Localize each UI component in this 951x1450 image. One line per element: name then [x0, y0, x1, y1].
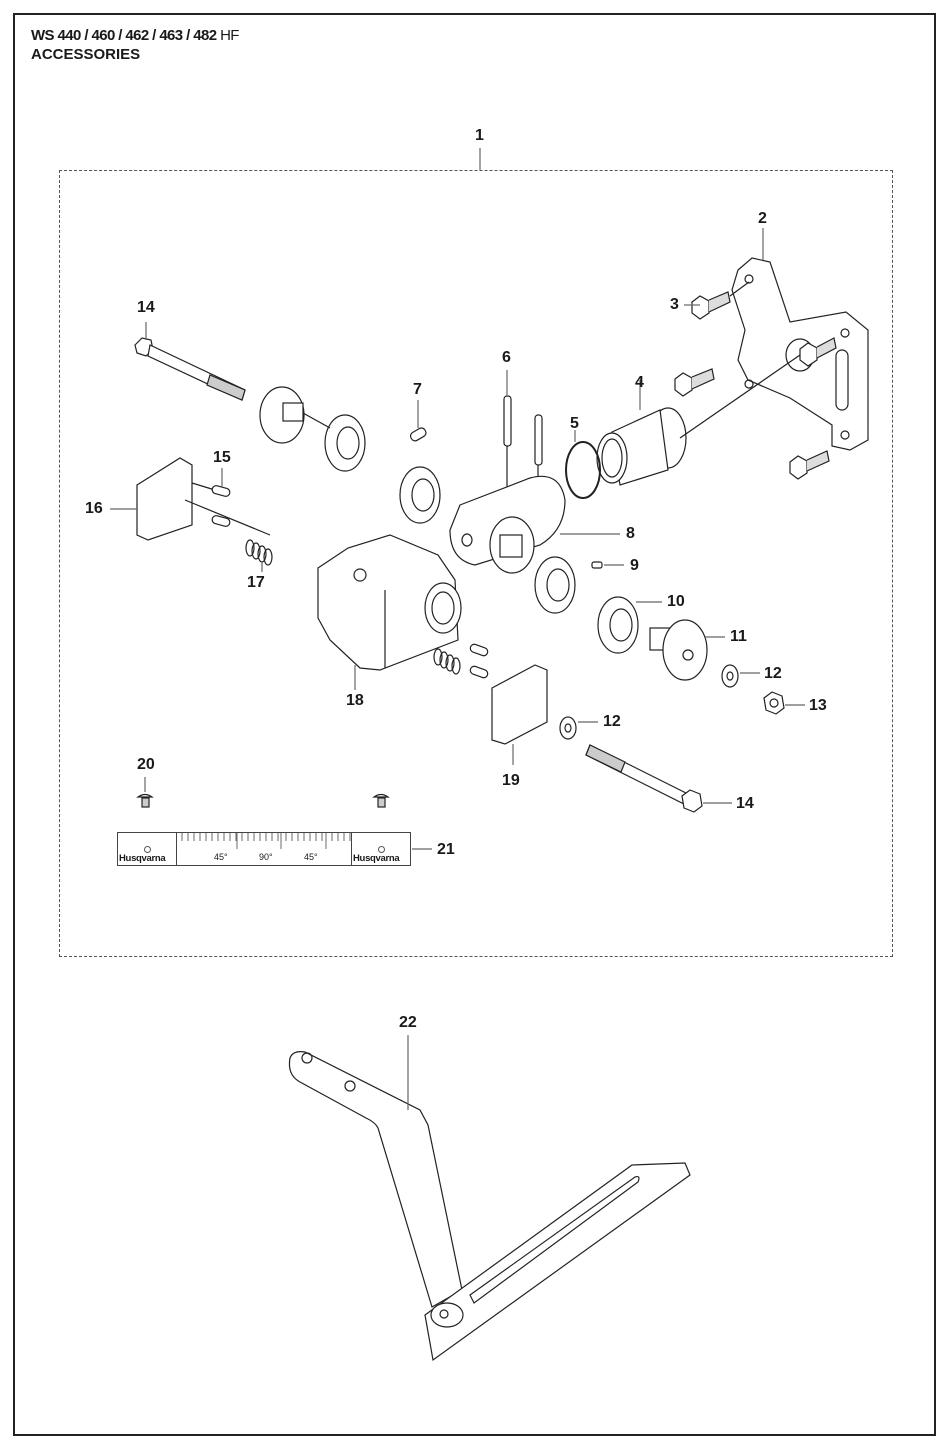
- bushing-part-4: [596, 354, 801, 486]
- callout-7: 7: [413, 381, 422, 398]
- callout-12-top: 12: [764, 665, 782, 682]
- callout-2: 2: [758, 210, 767, 227]
- callout-4: 4: [635, 374, 644, 391]
- pin-part-7: [409, 427, 427, 442]
- callout-5: 5: [570, 415, 579, 432]
- callout-15: 15: [213, 449, 231, 466]
- scale-ticks: [181, 833, 351, 849]
- callout-18: 18: [346, 692, 364, 709]
- callout-22: 22: [399, 1014, 417, 1031]
- spring-part-17: [245, 539, 461, 675]
- mounting-plate-part-2: [731, 228, 869, 451]
- callout-12-bottom: 12: [603, 713, 621, 730]
- callout-8: 8: [626, 525, 635, 542]
- kit-boundary: [59, 170, 893, 957]
- washer-part-12: [721, 664, 739, 688]
- callout-10: 10: [667, 593, 685, 610]
- callout-11: 11: [730, 628, 747, 645]
- callout-1: 1: [475, 127, 484, 144]
- screws-part-20: [136, 777, 390, 808]
- callout-6: 6: [502, 349, 511, 366]
- callout-21: 21: [437, 841, 455, 858]
- decal-end-left: Husqvarna: [118, 833, 177, 865]
- block-part-19: [469, 643, 548, 765]
- washers: [324, 414, 662, 654]
- angle-scale-decal-part-21: Husqvarna 45° 90° 45° Husqvarna: [117, 832, 411, 866]
- o-ring-part-5: [565, 441, 601, 499]
- callout-13: 13: [809, 697, 827, 714]
- page-frame: [13, 13, 936, 1436]
- housing-part-8: [449, 475, 620, 574]
- callout-14-top: 14: [137, 299, 155, 316]
- block-part-16: [110, 457, 271, 541]
- callout-3: 3: [670, 296, 679, 313]
- body-part-18: [317, 534, 462, 690]
- decal-end-right: Husqvarna: [351, 833, 410, 865]
- callout-9: 9: [630, 557, 639, 574]
- model-numbers: WS 440 / 460 / 462 / 463 / 482: [31, 27, 217, 44]
- bolt-part-14-top: [134, 322, 331, 444]
- callout-16: 16: [85, 500, 103, 517]
- page-header: WS 440 / 460 / 462 / 463 / 482 HF ACCESS…: [31, 26, 239, 64]
- knob-part-11: [649, 619, 725, 681]
- section-title: ACCESSORIES: [31, 46, 141, 63]
- angle-guide-part-22: [288, 1035, 691, 1362]
- brand-logo: Husqvarna: [119, 853, 166, 864]
- brand-logo: Husqvarna: [353, 853, 400, 864]
- callout-14-bottom: 14: [736, 795, 754, 812]
- mounting-hole: [378, 846, 385, 853]
- pins-part-6: [503, 370, 543, 500]
- callout-19: 19: [502, 772, 520, 789]
- pin-part-9: [591, 561, 603, 569]
- callout-17: 17: [247, 574, 265, 591]
- bolt-part-14-bottom: [585, 744, 732, 813]
- nut-part-13: [763, 691, 785, 715]
- washer-part-10: [597, 596, 639, 654]
- bolts-part-3: [674, 281, 837, 480]
- scale-label-right: 45°: [304, 852, 318, 862]
- callout-20: 20: [137, 756, 155, 773]
- scale-label-center: 90°: [259, 852, 273, 862]
- pin-part-15: [211, 485, 231, 497]
- model-suffix: HF: [220, 27, 239, 44]
- mounting-hole: [144, 846, 151, 853]
- model-list: WS 440 / 460 / 462 / 463 / 482 HF: [31, 26, 239, 45]
- scale-label-left: 45°: [214, 852, 228, 862]
